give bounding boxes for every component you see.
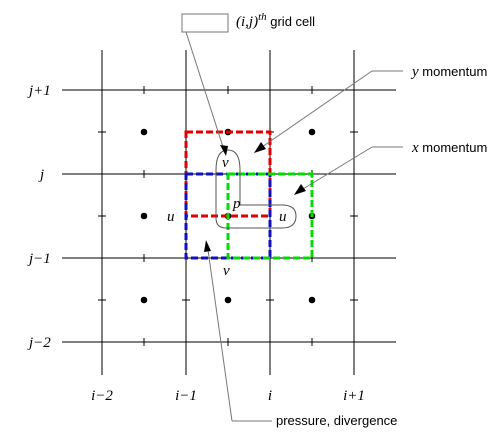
x-momentum-label: x momentum <box>411 140 487 156</box>
pressure-leader-2 <box>207 249 233 422</box>
col-label-i: i <box>268 388 272 404</box>
grid-cell-label-sup: th <box>258 11 267 23</box>
x-momentum-callout: x momentum <box>294 140 487 195</box>
row-label-j: j <box>38 167 44 183</box>
grid-lines <box>62 50 396 375</box>
x-momentum-var: x <box>411 140 419 156</box>
stencil-outline <box>215 149 297 229</box>
v-bottom-label: v <box>223 263 230 279</box>
row-label-jm2: j−2 <box>27 335 51 351</box>
y-momentum-text: momentum <box>419 64 488 79</box>
grid-cell-label: (i,j)th grid cell <box>236 11 315 30</box>
u-left-label: u <box>167 209 175 225</box>
x-momentum-text: momentum <box>419 140 488 155</box>
x-momentum-leader-2 <box>302 146 373 190</box>
grid-cell-label-main: (i,j) <box>236 14 258 30</box>
col-label-im2: i−2 <box>91 388 113 404</box>
x-momentum-arrowhead <box>294 184 306 195</box>
pressure-callout: pressure, divergence <box>204 240 397 428</box>
grid-cell-callout-box <box>181 13 229 33</box>
grid-cell-arrowhead <box>220 145 228 156</box>
row-label-jp1: j+1 <box>27 83 51 99</box>
y-momentum-leader-2 <box>261 70 373 148</box>
y-momentum-arrowhead <box>254 142 266 153</box>
u-right-label: u <box>279 209 287 225</box>
grid-cell-leader <box>185 31 225 151</box>
col-label-im1: i−1 <box>175 388 197 404</box>
y-momentum-label: y momentum <box>410 64 487 80</box>
v-top-label: v <box>222 155 229 171</box>
row-label-jm1: j−1 <box>27 251 51 267</box>
grid-cell-callout: (i,j)th grid cell <box>181 11 315 156</box>
col-label-ip1: i+1 <box>343 388 365 404</box>
y-momentum-callout: y momentum <box>254 64 487 153</box>
green-x-momentum-box <box>226 172 314 260</box>
pressure-arrowhead <box>204 240 211 252</box>
grid-cell-label-rest: grid cell <box>267 14 316 29</box>
y-momentum-var: y <box>410 64 419 80</box>
p-label: p <box>232 196 241 212</box>
pressure-divergence-label: pressure, divergence <box>276 413 397 428</box>
